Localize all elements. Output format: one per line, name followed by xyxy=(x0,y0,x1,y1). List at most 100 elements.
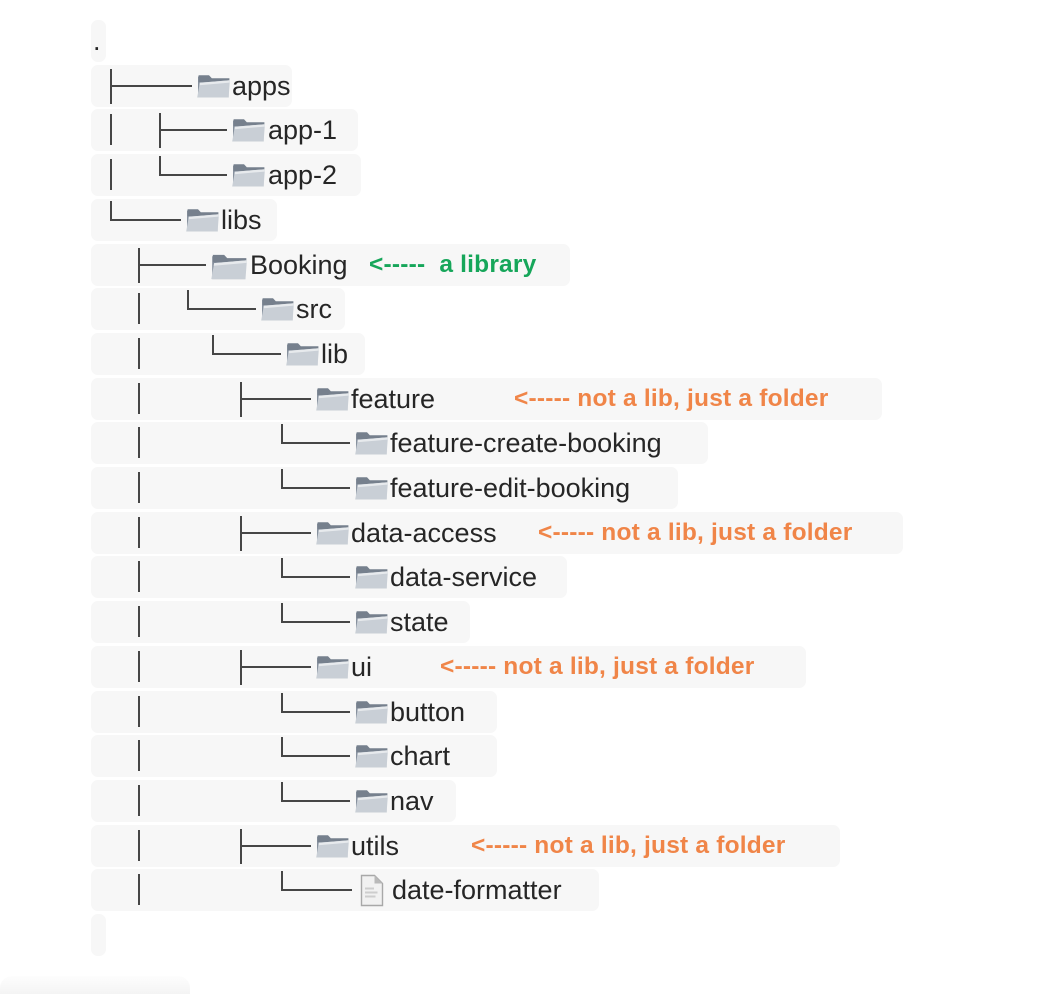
file-icon-glyph xyxy=(360,875,384,907)
file-icon xyxy=(358,874,385,907)
folder-icon xyxy=(315,517,349,547)
folder-icon-glyph xyxy=(355,477,388,500)
node-label-nav: nav xyxy=(390,785,434,816)
folder-icon xyxy=(315,830,349,860)
tree-row-lib: lib xyxy=(0,332,1046,378)
tree-pipe-line xyxy=(138,561,140,593)
tree-corner-connector xyxy=(187,290,189,311)
tree-pipe-line xyxy=(138,650,140,682)
tree-corner-connector xyxy=(281,469,283,489)
folder-icon-glyph xyxy=(186,208,219,232)
tree-pipe-line xyxy=(138,829,140,861)
node-label-libs: libs xyxy=(221,204,262,235)
tree-branch-line xyxy=(159,129,227,132)
tree-corner-connector xyxy=(281,781,283,802)
annotation-not-a-lib: <----- not a lib, just a folder xyxy=(471,831,786,859)
node-label-feature-edit-booking: feature-edit-booking xyxy=(390,473,631,503)
node-label-feature: feature xyxy=(351,383,436,414)
folder-icon xyxy=(354,427,388,457)
folder-icon xyxy=(315,651,349,681)
row-highlight xyxy=(91,422,708,465)
node-label-chart: chart xyxy=(390,741,451,772)
row-highlight xyxy=(91,511,903,554)
folder-icon-glyph xyxy=(355,745,388,768)
tree-pipe-line xyxy=(110,114,112,146)
tree-pipe-line xyxy=(110,159,112,191)
folder-icon xyxy=(354,606,388,636)
tree-row-chart: chart xyxy=(0,735,1046,780)
tree-pipe-line xyxy=(138,695,140,727)
folder-icon-glyph xyxy=(316,834,349,858)
folder-icon-glyph xyxy=(316,521,349,545)
folder-icon-glyph xyxy=(211,254,247,279)
row-highlight xyxy=(91,779,456,822)
tree-row-data-access: data-access<----- not a lib, just a fold… xyxy=(0,511,1046,557)
folder-icon xyxy=(354,472,388,502)
row-highlight xyxy=(91,645,806,688)
folder-icon xyxy=(260,293,294,323)
folder-icon xyxy=(231,114,265,144)
tree-branch-line xyxy=(281,799,350,802)
tree-row-nav: nav xyxy=(0,779,1046,825)
tree-row-feature-create-booking: feature-create-booking xyxy=(0,422,1046,467)
tree-pipe-line xyxy=(138,472,140,503)
tree-row-src: src xyxy=(0,288,1046,333)
tree-row-root: . xyxy=(0,20,1046,65)
node-label-app-2: app-2 xyxy=(268,160,338,191)
tree-row-empty xyxy=(0,914,1046,959)
tree-row-button: button xyxy=(0,690,1046,736)
node-label-root: . xyxy=(93,26,101,56)
tree-pipe-line xyxy=(138,516,140,548)
tree-row-feature-edit-booking: feature-edit-booking xyxy=(0,467,1046,512)
node-label-utils: utils xyxy=(351,830,400,861)
folder-icon xyxy=(354,696,388,726)
tree-branch-line xyxy=(281,621,350,624)
tree-row-utils: utils <----- not a lib, just a folder xyxy=(0,824,1046,870)
folder-icon-glyph xyxy=(355,432,388,455)
row-highlight xyxy=(91,20,106,62)
row-highlight xyxy=(91,824,840,867)
folder-icon-glyph xyxy=(355,700,388,723)
node-label-state: state xyxy=(390,607,449,638)
tree-corner-connector xyxy=(281,871,283,892)
tree-branch-line xyxy=(281,710,350,713)
node-label-data-service: data-service xyxy=(390,562,538,593)
folder-icon-glyph xyxy=(316,655,349,679)
tree-row-app-2: app-2 xyxy=(0,154,1046,199)
folder-icon-glyph xyxy=(197,74,230,98)
tree-corner-connector xyxy=(281,737,283,758)
page-bottom-shadow xyxy=(0,976,190,994)
folder-icon-glyph xyxy=(286,343,319,366)
tree-pipe-line xyxy=(138,606,140,638)
tree-row-libs: libs xyxy=(0,198,1046,244)
tree-pipe-line xyxy=(138,293,140,325)
tree-branch-line xyxy=(212,352,281,355)
tree-row-date-formatter: date-formatter xyxy=(0,869,1046,914)
annotation-not-a-lib: <----- not a lib, just a folder xyxy=(440,652,755,680)
tree-branch-line xyxy=(281,576,350,579)
tree-row-booking: Booking<----- a library xyxy=(0,243,1046,289)
tree-branch-line xyxy=(240,844,311,847)
tree-branch-line xyxy=(281,442,350,445)
annotation-not-a-lib: <----- not a lib, just a folder xyxy=(538,518,853,546)
tree-branch-line xyxy=(159,174,227,177)
tree-corner-connector xyxy=(281,603,283,624)
folder-icon-glyph xyxy=(355,611,388,634)
folder-icon-glyph xyxy=(355,790,388,813)
node-label-booking: Booking xyxy=(250,249,348,280)
tree-pipe-line xyxy=(138,874,140,906)
tree-pipe-line xyxy=(138,382,140,414)
node-label-apps: apps xyxy=(232,70,291,101)
tree-branch-line xyxy=(110,84,192,87)
folder-icon-glyph xyxy=(232,119,265,142)
tree-pipe-line xyxy=(138,337,140,369)
tree-branch-line xyxy=(240,665,311,668)
folder-icon xyxy=(354,740,388,770)
folder-icon xyxy=(231,159,265,189)
annotation-not-a-lib: <----- not a lib, just a folder xyxy=(514,384,829,412)
tree-branch-line xyxy=(281,889,352,892)
tree-corner-connector xyxy=(281,558,283,579)
tree-row-app-1: app-1 xyxy=(0,109,1046,154)
node-label-src: src xyxy=(296,294,332,325)
